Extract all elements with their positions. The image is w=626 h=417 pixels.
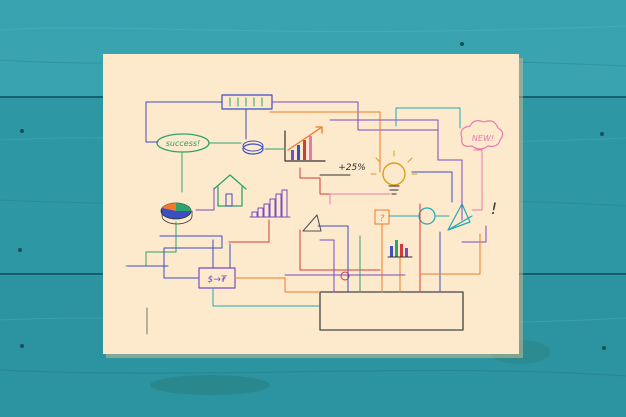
percent-label: +25%	[338, 163, 366, 173]
new-label: NEW!	[472, 134, 494, 143]
growth-chart-icon	[284, 126, 326, 162]
pie-chart-icon	[160, 202, 193, 225]
small-circle	[340, 271, 350, 281]
exclaim-label: !	[491, 199, 497, 218]
compass-icon	[447, 203, 473, 231]
light-bulb-icon	[370, 150, 418, 195]
sketch-diagram	[125, 94, 504, 335]
new-cloud	[460, 120, 504, 150]
money-label: $→₮	[208, 275, 228, 285]
output-box	[319, 291, 464, 331]
triangle-icon	[302, 214, 322, 232]
house-icon	[213, 174, 247, 207]
question-label: ?	[380, 214, 385, 224]
small-bar-chart-icon	[387, 240, 413, 258]
bar-chart-icon	[249, 189, 291, 218]
coins-icon	[242, 143, 264, 155]
success-label: success!	[166, 139, 201, 148]
